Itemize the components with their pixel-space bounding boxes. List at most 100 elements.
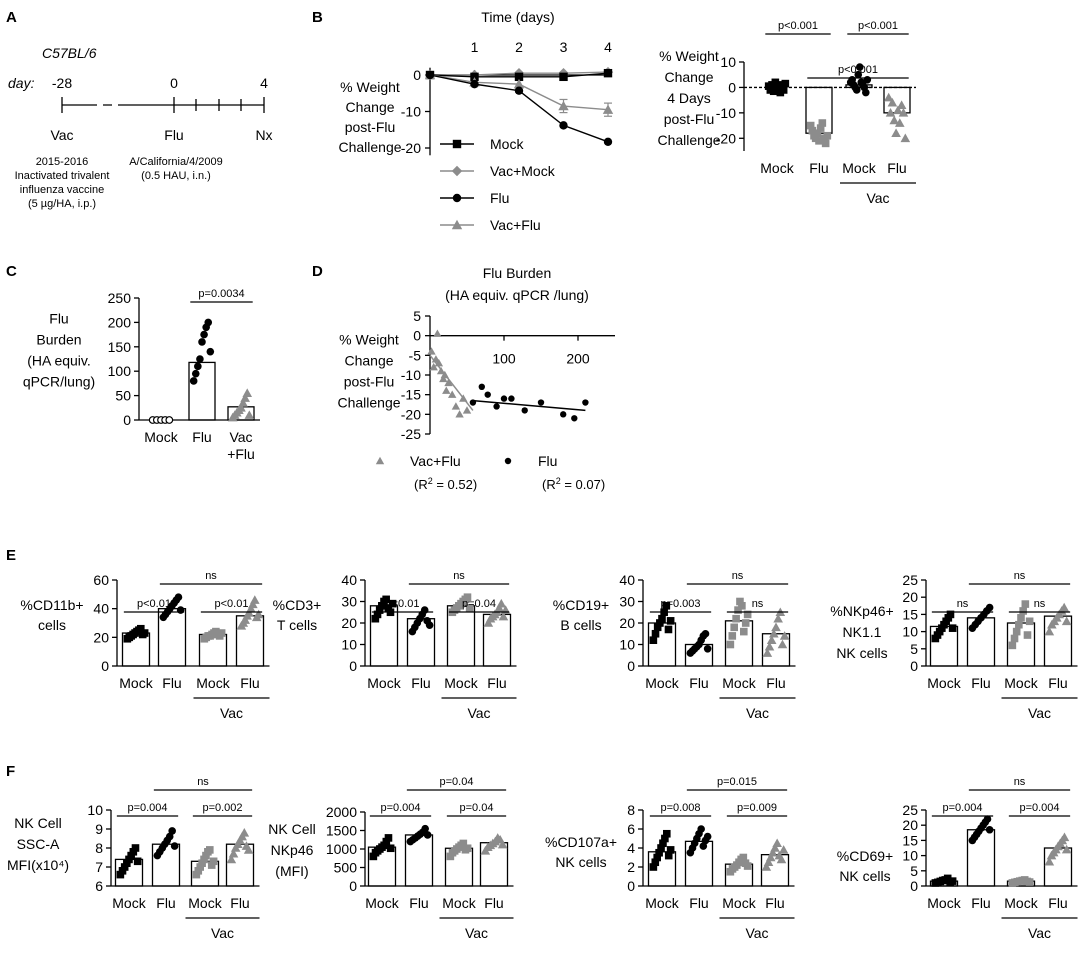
y-tick-label: 15 — [902, 832, 918, 848]
y-tick-label: -10 — [401, 104, 421, 120]
data-point — [253, 609, 264, 619]
x-tick-label: 200 — [566, 351, 590, 367]
r-squared-label: (R2 = 0.07) — [542, 476, 605, 492]
y-tick-label: 60 — [93, 572, 109, 588]
vac-note-2: Inactivated trivalent — [15, 170, 110, 182]
data-point — [854, 70, 863, 79]
data-point — [200, 330, 208, 339]
fit-line — [429, 354, 474, 411]
data-point — [852, 86, 861, 94]
x-tick-label: Mock — [442, 895, 476, 911]
y-tick-label: -25 — [401, 426, 421, 442]
y-tick-label: 2 — [627, 859, 635, 875]
data-point — [1061, 844, 1072, 854]
panel-label-b: B — [312, 9, 323, 26]
x-tick-label: Mock — [842, 160, 876, 176]
x-tick-label: +Flu — [227, 446, 255, 462]
y-tick-label: 200 — [108, 314, 132, 330]
p-value-label: ns — [205, 570, 217, 582]
flu-note-2: (0.5 HAU, i.n.) — [141, 170, 211, 182]
p-value-label: p<0.01 — [137, 598, 171, 610]
x-tick-label: Flu — [162, 675, 181, 691]
data-point — [559, 72, 568, 82]
y-tick-label: 250 — [108, 290, 132, 306]
group-label: Vac — [746, 705, 769, 721]
x-tick-label: Flu — [411, 675, 430, 691]
data-point — [140, 629, 149, 637]
stage-vac: Vac — [50, 127, 73, 143]
x-tick-label: Flu — [689, 895, 708, 911]
y-tick-label: 10 — [902, 624, 918, 640]
data-point — [1012, 627, 1021, 636]
data-point — [778, 845, 789, 854]
data-point — [602, 104, 614, 114]
data-point — [765, 852, 776, 862]
data-point — [373, 610, 382, 619]
y-axis-label: NK Cell — [14, 815, 61, 831]
data-point — [741, 619, 750, 627]
x-tick-label: Flu — [484, 895, 503, 911]
data-point — [985, 603, 994, 612]
data-point — [174, 593, 183, 601]
x-tick-label: Mock — [1004, 675, 1038, 691]
y-axis-label: NK1.1 — [843, 624, 882, 640]
y-tick-label: 8 — [627, 802, 635, 818]
data-point — [743, 862, 752, 870]
data-point — [666, 846, 675, 854]
data-point — [459, 839, 468, 848]
data-point — [243, 845, 254, 854]
data-point — [191, 369, 200, 378]
data-point — [131, 844, 140, 852]
data-point — [1061, 616, 1072, 626]
data-point — [655, 848, 663, 857]
data-point — [170, 842, 179, 850]
y-axis-label: %CD107a+ — [545, 834, 617, 850]
x-tick-label: 100 — [492, 351, 516, 367]
data-point — [165, 832, 174, 841]
data-point — [818, 119, 827, 127]
data-point — [451, 402, 461, 410]
y-axis-label: Change — [344, 352, 393, 368]
data-point — [649, 863, 658, 871]
data-point — [728, 632, 737, 640]
y-tick-label: 20 — [341, 615, 357, 631]
y-axis-label: 4 Days — [667, 90, 711, 106]
p-value-label: p=0.04 — [460, 802, 494, 814]
data-point — [1019, 607, 1027, 615]
data-point — [653, 853, 661, 862]
data-point — [455, 410, 464, 418]
data-point — [493, 403, 500, 410]
data-point — [442, 386, 451, 394]
x-tick-label: 1 — [471, 39, 479, 55]
data-point — [497, 839, 508, 849]
day-tick-end: 4 — [260, 75, 268, 91]
x-tick-label: Mock — [119, 675, 153, 691]
data-point — [196, 355, 204, 363]
data-point — [514, 72, 524, 82]
p-value-label: p=0.01 — [386, 598, 420, 610]
data-point — [1025, 617, 1034, 626]
data-point — [421, 824, 429, 833]
data-point — [433, 329, 442, 337]
data-point — [885, 108, 896, 117]
chart-subtitle: (HA equiv. qPCR /lung) — [445, 287, 589, 303]
data-point — [371, 614, 380, 623]
x-tick-label: Mock — [444, 675, 478, 691]
data-point — [863, 76, 872, 84]
x-tick-label: Flu — [689, 675, 708, 691]
y-tick-label: 5 — [910, 641, 918, 657]
x-tick-label: Flu — [971, 675, 990, 691]
y-tick-label: 1500 — [326, 823, 357, 839]
data-point — [465, 604, 474, 612]
y-tick-label: 10 — [619, 637, 635, 653]
x-tick-label: Flu — [156, 895, 175, 911]
data-point — [386, 844, 395, 853]
data-point — [420, 606, 429, 614]
x-tick-label: Mock — [365, 895, 399, 911]
data-point — [1059, 832, 1070, 842]
data-point — [815, 137, 823, 145]
